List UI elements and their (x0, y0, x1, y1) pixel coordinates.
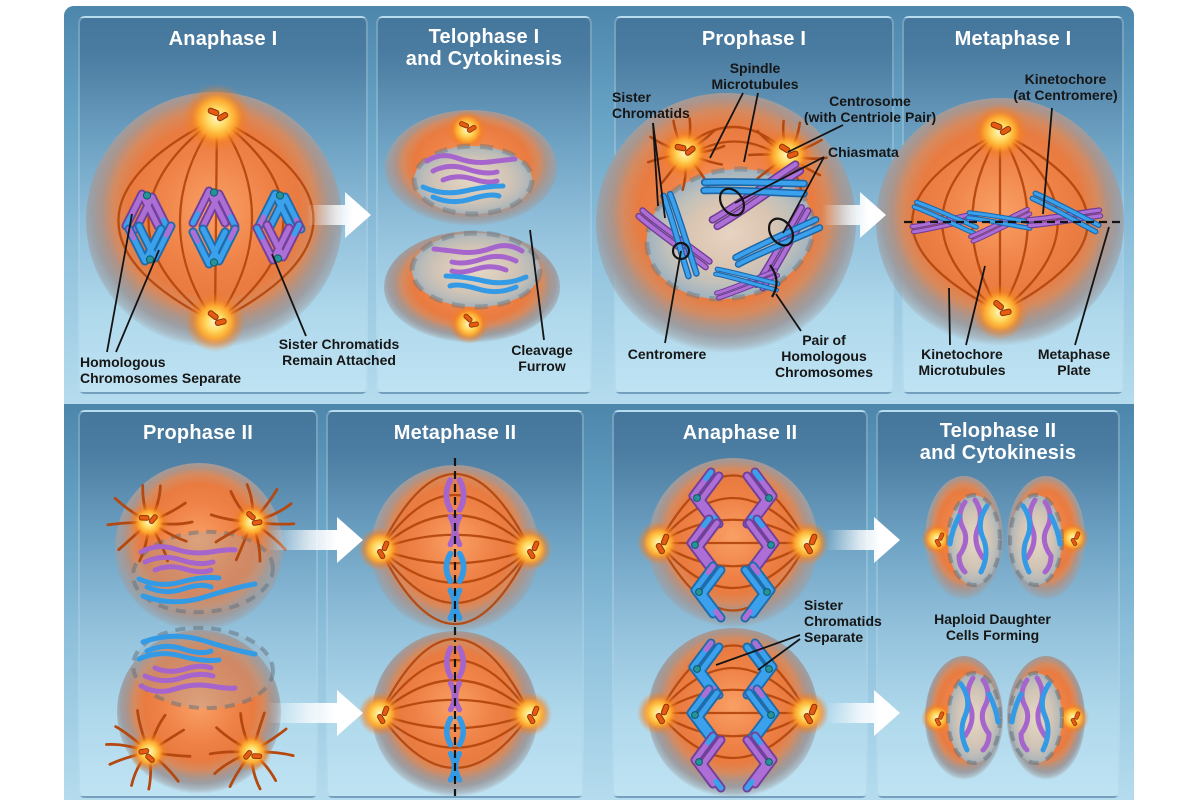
panel-prophase-2 (78, 410, 318, 798)
label-sister-chromatids-separate: Sister Chromatids Separate (804, 597, 882, 645)
label-metaphase-plate: Metaphase Plate (1037, 346, 1111, 378)
label-haploid-daughter-cells-forming: Haploid Daughter Cells Forming (934, 611, 1051, 643)
panel-title-telophase-2: Telophase II and Cytokinesis (919, 420, 1077, 465)
label-chiasmata: Chiasmata (828, 144, 899, 160)
panel-telophase-2 (876, 410, 1120, 798)
panel-metaphase-2 (326, 410, 584, 798)
panel-title-prophase-1: Prophase I (701, 28, 807, 50)
label-kinetochore-microtubules: Kinetochore Microtubules (918, 346, 1006, 378)
label-spindle-microtubules: Spindle Microtubules (711, 60, 799, 92)
label-pair-of-homologous-chromosomes: Pair of Homologous Chromosomes (774, 332, 874, 380)
panel-title-metaphase-2: Metaphase II (393, 422, 517, 444)
label-kinetochore-at-centromere: Kinetochore (at Centromere) (1013, 71, 1118, 103)
panel-title-anaphase-1: Anaphase I (168, 28, 278, 50)
diagram-frame: Anaphase I Telophase I and Cytokinesis P… (64, 6, 1134, 800)
label-sister-chromatids: Sister Chromatids (612, 89, 690, 121)
label-centromere: Centromere (627, 346, 707, 362)
label-homologous-chromosomes-separate: Homologous Chromosomes Separate (80, 354, 242, 386)
label-cleavage-furrow: Cleavage Furrow (511, 342, 573, 374)
panel-title-telophase-1: Telophase I and Cytokinesis (405, 26, 563, 71)
panel-title-metaphase-1: Metaphase I (954, 28, 1072, 50)
panel-title-prophase-2: Prophase II (142, 422, 253, 444)
label-centrosome: Centrosome (with Centriole Pair) (803, 93, 937, 125)
label-sister-chromatids-remain-attached: Sister Chromatids Remain Attached (278, 336, 400, 368)
panel-title-anaphase-2: Anaphase II (682, 422, 798, 444)
